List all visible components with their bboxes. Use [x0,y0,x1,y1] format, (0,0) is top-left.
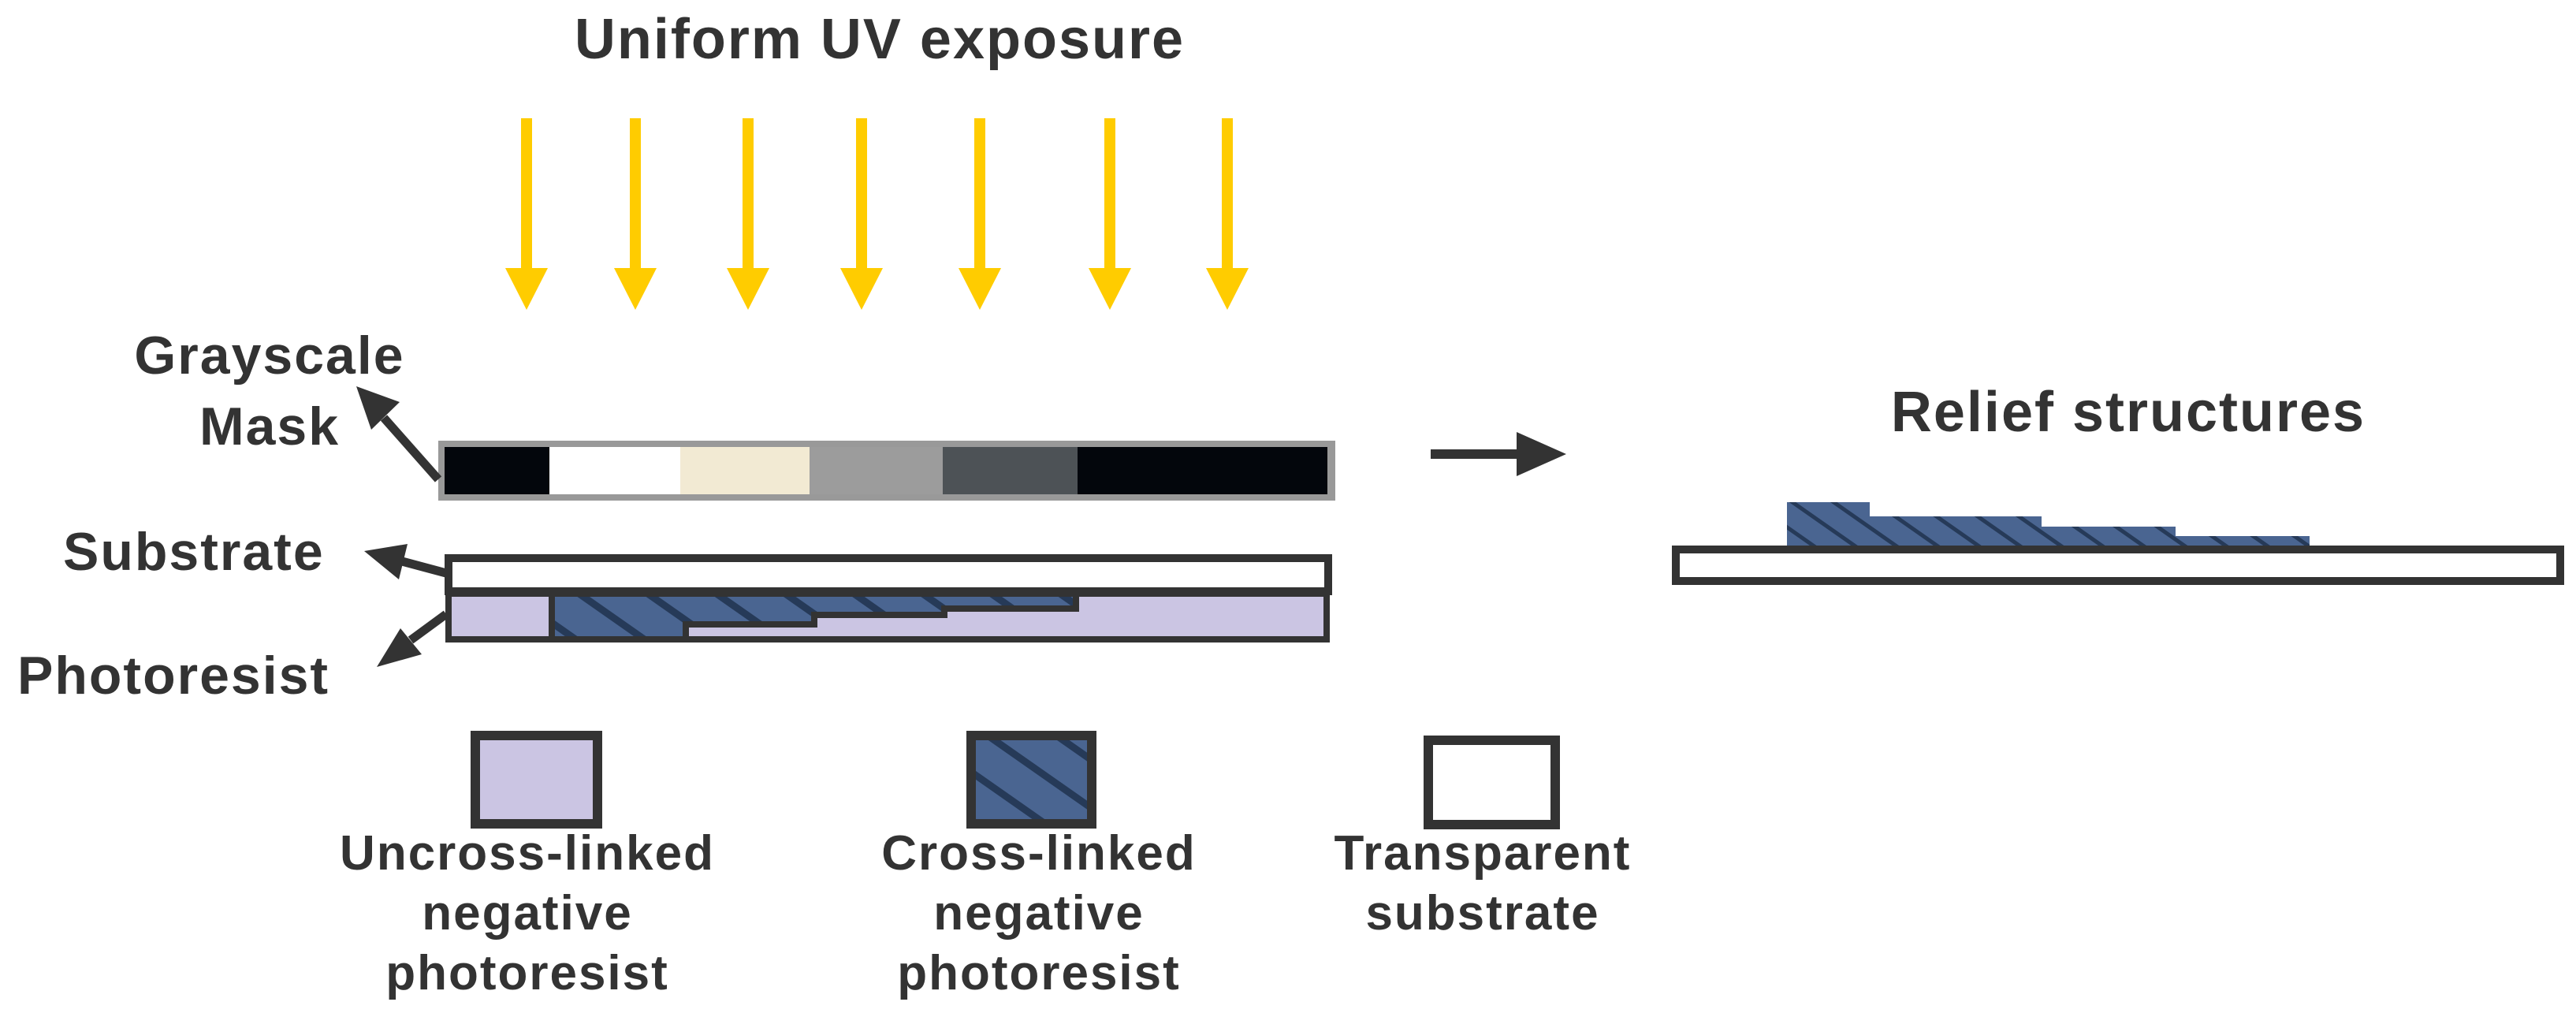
uv-arrow-shaft [1104,118,1115,276]
substrate-layer [445,554,1332,595]
photoresist-pointer-arrow [377,610,449,667]
uv-arrow-head [959,268,1001,310]
uv-arrow-head [1206,268,1249,310]
uv-arrow-shaft [743,118,754,276]
uv-arrow-head [840,268,883,310]
legend-swatch-uncrosslinked [471,731,602,829]
uv-arrow-head [1089,268,1131,310]
photoresist-label: Photoresist [17,646,329,706]
relief-structure [1787,502,2310,552]
uv-arrow-shaft [521,118,532,276]
uv-arrow-head [614,268,657,310]
mask-segment-dark-gray [943,447,1078,494]
legend-swatch-substrate [1424,736,1560,829]
mask-segment-black [445,447,549,494]
result-substrate [1672,546,2564,585]
uv-arrow-head [727,268,769,310]
mask-segment-black [1078,447,1327,494]
uv-arrow-shaft [974,118,985,276]
mask-segment-light-gray [810,447,943,494]
uv-exposure-title: Uniform UV exposure [575,8,1185,71]
mask-segment-cream [680,447,810,494]
uv-arrow-head [505,268,548,310]
relief-structures-title: Relief structures [1891,381,2366,444]
substrate-pointer-arrow [364,544,448,579]
legend-swatch-crosslinked [966,731,1096,829]
uv-arrow-shaft [1222,118,1233,276]
process-arrow [1431,432,1566,476]
crosslinked-profile-in-resist [549,590,1079,642]
uv-arrow-shaft [630,118,641,276]
mask-pointer-arrow [356,386,442,482]
uv-arrow-shaft [856,118,867,276]
grayscale-mask [445,447,1327,494]
mask-segment-white [549,447,680,494]
uv-arrows [505,118,1249,310]
substrate-label: Substrate [63,522,325,582]
